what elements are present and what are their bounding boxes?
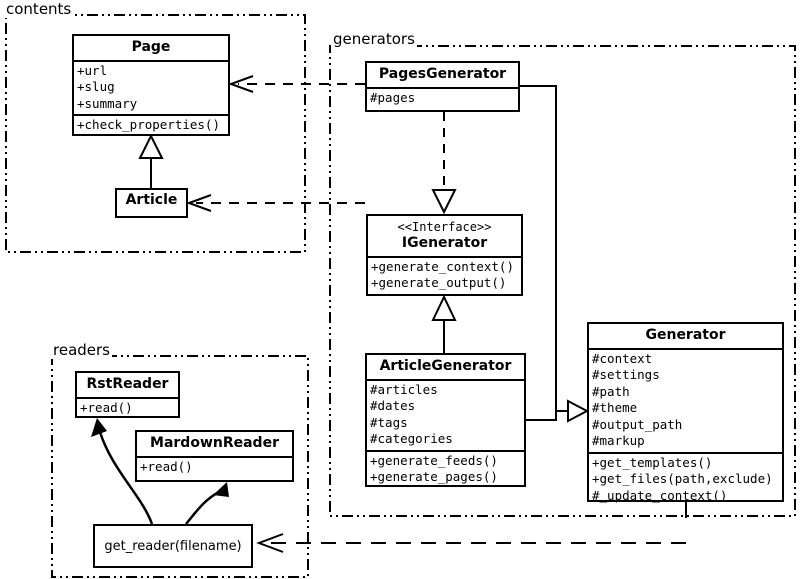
attribute: +url <box>77 62 108 78</box>
attribute: #articles <box>370 381 438 397</box>
method: #_update_context() <box>592 487 728 503</box>
arrowhead-open-getreader <box>256 533 284 553</box>
function-label-get-reader: get_reader(filename) <box>104 538 242 554</box>
class-title-articlegenerator: ArticleGenerator <box>379 358 512 374</box>
attribute: +summary <box>77 95 138 111</box>
attribute: #categories <box>370 431 453 447</box>
edge-getreader-to-mardownreader <box>185 490 220 525</box>
package-label-contents: contents <box>4 0 74 18</box>
class-title-generator: Generator <box>645 327 726 343</box>
attribute: #theme <box>592 400 638 416</box>
class-title-page: Page <box>131 39 171 55</box>
package-label-generators: generators <box>331 30 417 48</box>
class-title-article: Article <box>125 192 178 208</box>
attribute: #markup <box>592 433 645 449</box>
attribute: #tags <box>370 414 408 430</box>
arrowhead-filled-rstreader <box>91 418 107 437</box>
class-title-pagesgenerator: PagesGenerator <box>378 66 507 82</box>
function-box-get-reader[interactable]: get_reader(filename) <box>93 524 253 568</box>
arrowhead-filled-mardownreader <box>213 482 229 497</box>
package-label-readers: readers <box>51 341 112 359</box>
method: +get_templates() <box>592 454 713 470</box>
class-stereotype-igenerator: <<Interface>> <box>397 220 492 234</box>
edge-articlegenerator-to-generator <box>526 411 557 421</box>
class-attributes-page: +url +slug +summary <box>74 59 228 115</box>
class-box-rstreader[interactable]: RstReader +read() <box>75 371 180 418</box>
class-methods-rstreader: +read() <box>77 396 178 419</box>
attribute: #context <box>592 350 653 366</box>
class-title-mardownreader: MardownReader <box>150 435 279 451</box>
class-methods-page: +check_properties() <box>74 114 228 136</box>
arrowhead-open-page <box>228 75 254 93</box>
method: +generate_context() <box>371 258 514 274</box>
class-attributes-pagesgenerator: #pages <box>367 86 518 109</box>
class-box-pagesgenerator[interactable]: PagesGenerator #pages <box>365 61 520 112</box>
class-methods-articlegenerator: +generate_feeds() +generate_pages() <box>367 449 524 488</box>
attribute: #pages <box>370 89 416 105</box>
method: +check_properties() <box>77 117 220 133</box>
arrowhead-hollow-triangle-igenerator-top <box>431 189 457 215</box>
method: +read() <box>140 458 193 474</box>
class-title-igenerator: <<Interface>> IGenerator <box>368 216 521 256</box>
class-methods-mardownreader: +read() <box>137 455 292 478</box>
attribute: #path <box>592 383 630 399</box>
class-box-igenerator[interactable]: <<Interface>> IGenerator +generate_conte… <box>366 214 523 296</box>
method: +read() <box>80 399 133 415</box>
class-methods-igenerator: +generate_context() +generate_output() <box>368 255 521 294</box>
arrowhead-open-article <box>186 194 212 212</box>
class-name-igenerator: IGenerator <box>401 235 488 251</box>
arrowhead-hollow-triangle-generator <box>567 399 590 423</box>
attribute: #dates <box>370 398 416 414</box>
arrowhead-hollow-triangle-page <box>138 133 164 159</box>
method: +generate_output() <box>371 275 507 291</box>
class-attributes-generator: #context #settings #path #theme #output_… <box>589 347 782 452</box>
class-attributes-articlegenerator: #articles #dates #tags #categories <box>367 378 524 450</box>
class-methods-generator: +get_templates() +get_files(path,exclude… <box>589 451 782 507</box>
class-box-page[interactable]: Page +url +slug +summary +check_properti… <box>72 34 230 136</box>
class-box-generator[interactable]: Generator #context #settings #path #them… <box>587 322 784 503</box>
edge-pagesgenerator-to-generator <box>520 85 568 412</box>
method: +get_files(path,exclude) <box>592 471 773 487</box>
attribute: +slug <box>77 79 115 95</box>
class-title-rstreader: RstReader <box>86 376 169 392</box>
method: +generate_feeds() <box>370 452 498 468</box>
class-box-mardownreader[interactable]: MardownReader +read() <box>135 430 294 482</box>
method: +generate_pages() <box>370 469 498 485</box>
attribute: #settings <box>592 367 660 383</box>
class-box-articlegenerator[interactable]: ArticleGenerator #articles #dates #tags … <box>365 353 526 487</box>
arrowhead-hollow-triangle-igenerator-bottom <box>431 294 457 321</box>
attribute: #output_path <box>592 416 683 432</box>
class-box-article[interactable]: Article <box>115 188 188 218</box>
